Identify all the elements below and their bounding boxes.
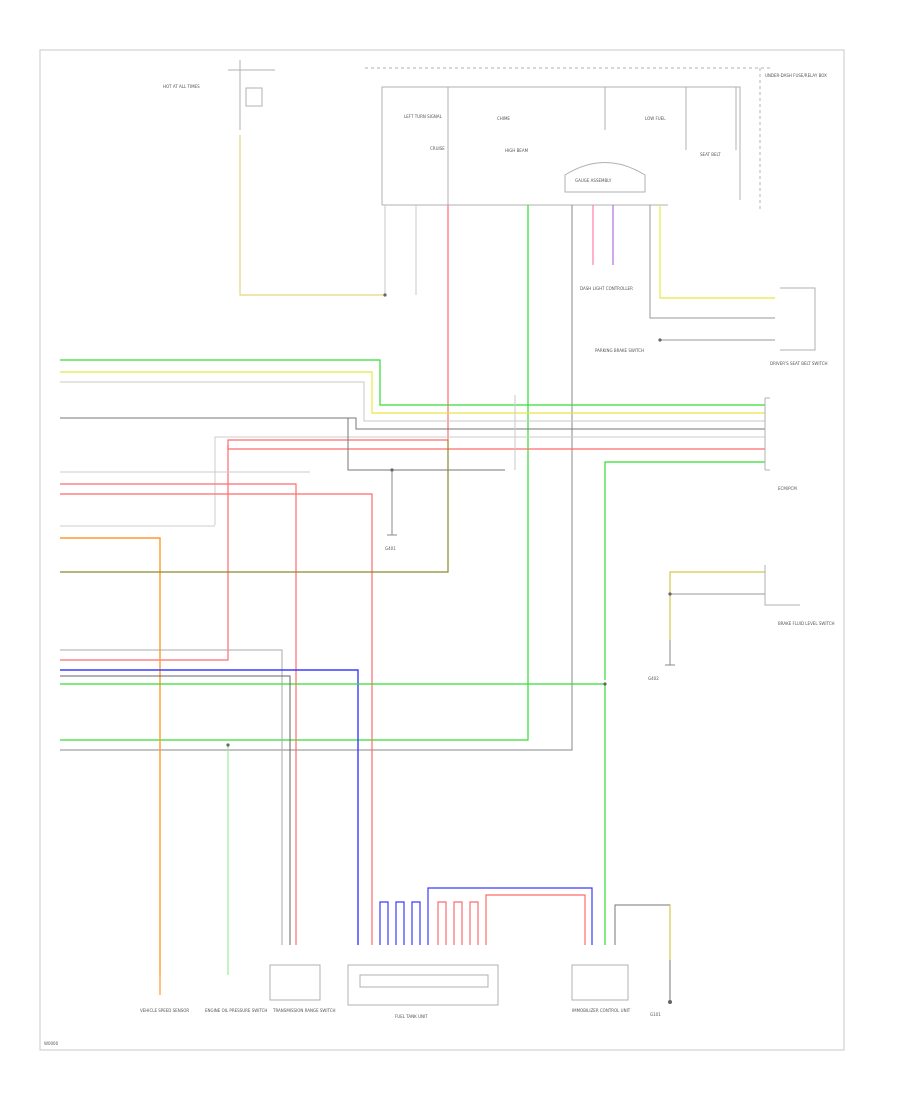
- low-fuel-label: LOW FUEL: [645, 116, 666, 121]
- wire-black-lower: [60, 675, 291, 945]
- wire-green-bundle: [60, 359, 765, 406]
- wire-black-bundle-2: [347, 418, 505, 471]
- wire-green-bundle-2: [604, 461, 765, 680]
- wire-black-main: [60, 205, 573, 751]
- ground-g402-label: G402: [648, 676, 659, 681]
- brake-fluid-switch-label: BRAKE FLUID LEVEL SWITCH: [778, 621, 835, 626]
- fuel-tank-unit-inner: [359, 974, 489, 988]
- diagram-border: [39, 49, 845, 1051]
- ground-g402: [665, 640, 675, 666]
- gauge-assembly-box: [365, 67, 770, 210]
- wire-yellow-fuse: [239, 135, 385, 296]
- oil-pressure-switch-label: ENGINE OIL PRESSURE SWITCH: [205, 1008, 267, 1013]
- wire-green-main: [60, 205, 529, 741]
- chime-label: CHIME: [497, 116, 510, 121]
- ground-g401-label: G401: [385, 546, 396, 551]
- wire-red-bundle: [227, 445, 765, 450]
- transmission-range-label: TRANSMISSION RANGE SWITCH: [272, 1008, 336, 1013]
- immobilizer-label: IMMOBILIZER CONTROL UNIT: [572, 1008, 631, 1013]
- wire-red-left-2: [60, 493, 373, 945]
- ground-g101-label: G101: [650, 1012, 661, 1017]
- fuel-tank-unit-label: FUEL TANK UNIT: [395, 1014, 428, 1019]
- footer-code: W0000: [44, 1041, 59, 1046]
- wire-gray-lower-1: [60, 649, 283, 945]
- fuel-tank-wires: [379, 887, 593, 945]
- wire-black-immobilizer: [614, 904, 671, 1000]
- wire-black-bundle: [60, 417, 765, 430]
- wire-red-main: [60, 205, 449, 661]
- driver-seat-belt-switch-label: DRIVER'S SEAT BELT SWITCH: [770, 361, 828, 366]
- immobilizer-control-unit: [571, 964, 629, 1001]
- splice-points: [226, 293, 672, 747]
- dash-light-controller-label: DASH LIGHT CONTROLLER: [580, 286, 633, 291]
- wire-yellow-lower-right: [669, 571, 765, 640]
- seat-belt-label: SEAT BELT: [700, 152, 721, 157]
- connector-right-main: [764, 397, 770, 471]
- ground-g101: [668, 1000, 672, 1004]
- connector-right-lower: [764, 565, 800, 606]
- wire-gray-right: [649, 205, 775, 319]
- vss-label: VEHICLE SPEED SENSOR: [140, 1008, 189, 1013]
- wire-gray-drops: [384, 205, 417, 295]
- wire-gray-bundle-2: [214, 436, 765, 525]
- wire-gray-bundle: [60, 381, 765, 422]
- left-turn-label: LEFT TURN SIGNAL: [404, 114, 443, 119]
- connector-right-upper: [780, 287, 816, 351]
- wire-olive: [60, 440, 449, 573]
- fuel-tank-unit: [347, 964, 499, 1006]
- cruise-label: CRUISE: [430, 146, 445, 151]
- transmission-range-switch: [269, 964, 321, 1001]
- fuse-block-label: UNDER-DASH FUSE/RELAY BOX: [765, 73, 827, 78]
- gauge-assembly-label: GAUGE ASSEMBLY: [575, 178, 612, 183]
- parking-brake-label: PARKING BRAKE SWITCH: [595, 348, 644, 353]
- fuse-hot-at-all-times: [228, 60, 275, 130]
- hot-at-all-times-label: HOT AT ALL TIMES: [163, 84, 200, 89]
- high-beam-label: HIGH BEAM: [505, 148, 529, 153]
- wire-yellow-right: [659, 205, 775, 299]
- ground-g401: [387, 470, 397, 536]
- wire-red-left-1: [60, 483, 297, 945]
- wire-yellow-bundle: [60, 371, 765, 414]
- engine-control-module-label: ECM/PCM: [778, 486, 797, 491]
- wire-orange: [60, 537, 161, 975]
- wire-blue: [60, 669, 359, 945]
